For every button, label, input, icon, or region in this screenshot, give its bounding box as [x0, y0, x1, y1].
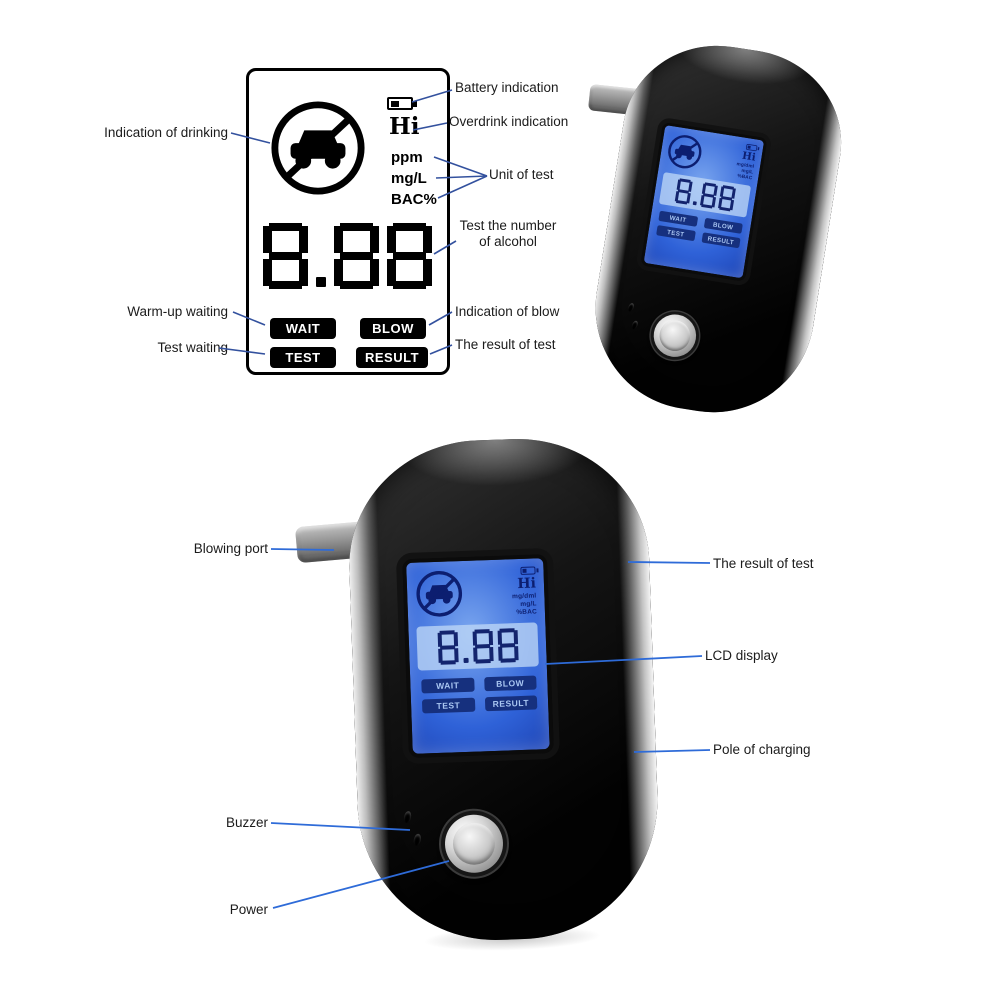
unit-label: mg/dml [511, 592, 537, 601]
unit-mgl: mg/L [391, 170, 427, 187]
device-body: Hi mg/dml mg/L %BAC WAIT BLOW TEST [580, 32, 855, 427]
wait-indicator: WAIT [270, 318, 336, 339]
no-drink-drive-icon [271, 101, 365, 195]
decimal-point [463, 657, 469, 664]
unit-label: mg/L [520, 600, 537, 608]
callout-warmup-waiting: Warm-up waiting [127, 304, 228, 319]
alcohol-reading [658, 172, 752, 218]
power-button-cap [452, 822, 496, 866]
callout-result-of-test-top: The result of test [455, 337, 556, 352]
digit-8 [437, 630, 459, 665]
callout-power: Power [229, 902, 268, 917]
test-indicator: TEST [270, 347, 336, 368]
result-indicator: RESULT [484, 695, 538, 712]
callout-indication-of-drinking: Indication of drinking [104, 125, 228, 140]
decimal-point [316, 277, 326, 287]
power-button-cap [657, 318, 693, 354]
digit-8 [674, 178, 693, 205]
callout-test-waiting: Test waiting [157, 340, 228, 355]
lcd-display: Hi mg/dml mg/L %BAC WAIT BLOW TEST [640, 121, 768, 282]
lcd-schematic-box: Hi ppm mg/L BAC% WAIT BLOW TEST RESULT [246, 68, 450, 375]
wait-indicator: WAIT [421, 677, 475, 694]
chrome-trim-right [615, 442, 662, 928]
overdrink-hi-indicator: Hi [389, 113, 420, 140]
result-indicator: RESULT [701, 232, 741, 249]
blow-indicator: BLOW [360, 318, 426, 339]
overdrink-hi-indicator: Hi [741, 149, 757, 164]
chrome-trim-right [776, 68, 854, 421]
digit-8 [497, 628, 519, 663]
callout-test-number-line1: Test the number [459, 218, 557, 233]
digit-8 [717, 185, 736, 212]
unit-bac: BAC% [391, 191, 437, 208]
callout-unit-of-test: Unit of test [489, 167, 554, 182]
blow-indicator: BLOW [483, 675, 537, 692]
overdrink-hi-indicator: Hi [517, 575, 537, 593]
result-indicator: RESULT [356, 347, 428, 368]
lcd-display: Hi mg/dml mg/L %BAC WAIT BLOW TEST [402, 554, 554, 758]
buzzer-holes [402, 810, 422, 847]
battery-icon [387, 97, 417, 110]
callout-blowing-port: Blowing port [193, 541, 268, 556]
test-indicator: TEST [421, 697, 475, 714]
power-button[interactable] [444, 813, 504, 874]
unit-ppm: ppm [391, 149, 423, 166]
callout-test-number-line2: of alcohol [479, 234, 537, 250]
blow-indicator: BLOW [703, 217, 743, 234]
device-body: Hi mg/dml mg/L %BAC WAIT BLOW TEST [345, 434, 663, 945]
callout-overdrink-indication: Overdrink indication [449, 114, 569, 129]
callout-buzzer: Buzzer [225, 815, 268, 830]
callout-test-number: Test the number of alcohol [452, 218, 564, 250]
decimal-point [692, 201, 697, 206]
wait-indicator: WAIT [658, 210, 698, 227]
power-button[interactable] [650, 311, 700, 360]
digit-8 [263, 223, 308, 289]
test-indicator: TEST [656, 225, 696, 242]
breathalyzer-photo-small: Hi mg/dml mg/L %BAC WAIT BLOW TEST [580, 32, 855, 427]
callout-pole-of-charging: Pole of charging [713, 742, 811, 757]
callout-result-of-test-bottom: The result of test [713, 556, 814, 571]
alcohol-reading [416, 622, 539, 671]
digit-8 [472, 629, 494, 664]
unit-label: %BAC [736, 173, 753, 181]
callout-lcd-display: LCD display [705, 648, 778, 663]
no-drink-icon [668, 135, 702, 169]
callout-battery-indication: Battery indication [455, 80, 559, 95]
digit-8 [387, 223, 432, 289]
battery-icon [520, 566, 536, 575]
buzzer-holes [625, 302, 641, 330]
unit-label: %BAC [516, 608, 538, 617]
breathalyzer-photo-large: Hi mg/dml mg/L %BAC WAIT BLOW TEST [294, 434, 663, 945]
digit-8 [334, 223, 379, 289]
digit-8 [699, 182, 718, 209]
alcohol-reading-digits [263, 223, 432, 289]
callout-indication-of-blow: Indication of blow [455, 304, 560, 319]
chrome-trim-left [345, 451, 393, 937]
no-drink-icon [416, 571, 463, 617]
